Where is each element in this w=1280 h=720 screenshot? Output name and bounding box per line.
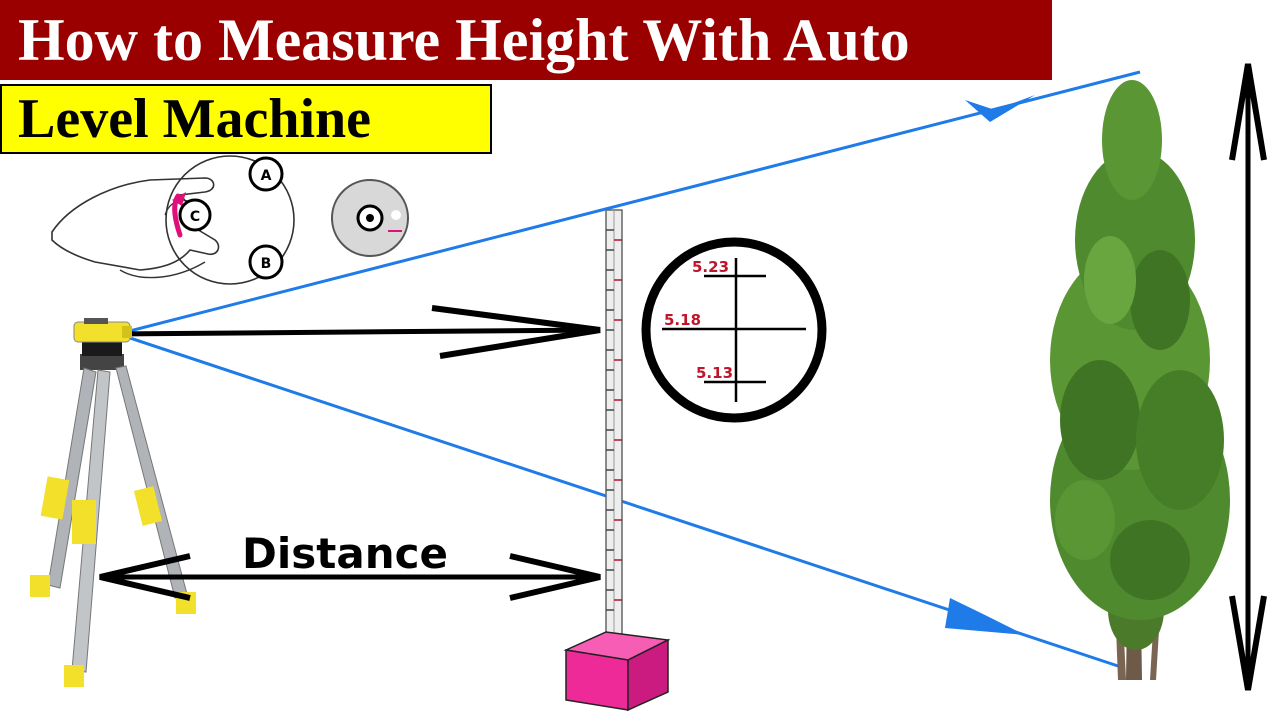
reticle-top-reading: 5.23	[692, 258, 729, 276]
bubble-level-icon	[331, 179, 409, 257]
tripod-icon	[30, 354, 196, 687]
tree-icon	[1050, 80, 1230, 680]
reticle-view: 5.23 5.18 5.13	[641, 237, 827, 423]
horizontal-arrowhead	[431, 305, 601, 359]
title-banner: How to Measure Height With Auto	[0, 0, 1052, 80]
reticle-middle-reading: 5.18	[664, 311, 701, 329]
height-arrow-icon	[1229, 63, 1267, 691]
lower-arrowhead	[945, 598, 1025, 635]
horizontal-sight-line	[117, 327, 599, 337]
sight-lines	[117, 70, 1141, 668]
title-line1: How to Measure Height With Auto	[18, 7, 910, 73]
dial-letter-a: A	[261, 168, 272, 184]
upper-sight-line	[117, 70, 1141, 336]
hand-dial-icon: A C B	[51, 155, 295, 285]
distance-arrow	[99, 553, 601, 601]
title-line2: Level Machine	[18, 88, 372, 150]
auto-level-instrument-icon	[73, 318, 132, 356]
distance-label: Distance	[242, 529, 448, 578]
dial-letter-b: B	[261, 256, 272, 272]
upper-arrowhead	[965, 95, 1035, 122]
reticle-bottom-reading: 5.13	[696, 364, 733, 382]
leveling-staff-icon	[605, 209, 623, 641]
base-box-icon	[563, 631, 671, 712]
dial-letter-c: C	[190, 209, 200, 225]
subtitle-banner: Level Machine	[0, 84, 492, 154]
